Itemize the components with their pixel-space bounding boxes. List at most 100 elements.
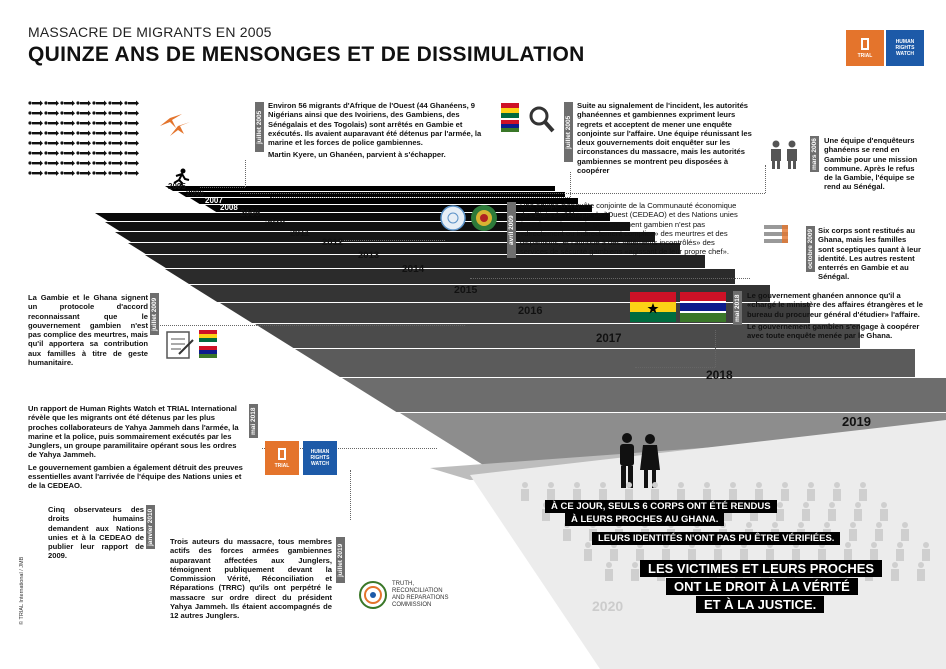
migrant-figure-icon: [92, 140, 107, 146]
ground-figure-icon: [755, 482, 763, 501]
trial-logo-text: TRIAL: [857, 52, 873, 59]
migrant-figure-icon: [60, 120, 75, 126]
hrw-logo-text: HUMAN RIGHTS WATCH: [895, 39, 915, 57]
migrant-figure-icon: [76, 170, 91, 176]
migrant-figure-icon: [44, 170, 59, 176]
event-octobre-2009: Six corps sont restitués au Ghana, mais …: [818, 226, 923, 285]
event-text: La Gambie et le Ghana signent un protoco…: [28, 293, 148, 368]
event-mars-2006: Une équipe d'enquêteurs ghanéens se rend…: [824, 136, 924, 195]
ground-figure-icon: [781, 482, 789, 501]
migrant-figure-icon: [60, 170, 75, 176]
migrant-figure-icon: [124, 140, 139, 146]
migrant-figure-icon: [44, 120, 59, 126]
migrant-figure-icon: [60, 130, 75, 136]
ground-figure-icon: [917, 562, 925, 581]
stair-step: [342, 378, 946, 412]
event-avril-2009: Une équipe d'enquête conjointe de la Com…: [520, 201, 742, 260]
year-label: 2018: [706, 368, 733, 382]
trrc-logo-text: TRUTH, RECONCILIATION AND REPARATIONS CO…: [392, 581, 448, 609]
migrant-figure-icon: [108, 140, 123, 146]
event-janvier-2010: Cinq observateurs des droits humains dem…: [48, 505, 144, 564]
migrant-figure-icon: [92, 130, 107, 136]
year-label: 2005: [168, 182, 186, 191]
migrant-figure-icon: [108, 130, 123, 136]
year-label: 2013: [358, 250, 380, 261]
year-label: 2009: [240, 208, 261, 218]
stair-step: [105, 222, 630, 231]
migrant-figure-icon: [124, 150, 139, 156]
ground-figure-icon: [625, 482, 633, 501]
stair-step: [295, 349, 915, 377]
migrant-figure-icon: [124, 130, 139, 136]
ground-figure-icon: [875, 522, 883, 541]
stair-step: [128, 243, 680, 254]
birds-icon: [160, 114, 190, 136]
year-label: 2006: [186, 189, 204, 198]
ground-figure-icon: [844, 542, 852, 561]
migrant-figure-icon: [28, 150, 43, 156]
migrant-figure-icon: [28, 130, 43, 136]
migrant-figure-icon: [60, 150, 75, 156]
migrant-figure-icon: [108, 120, 123, 126]
trial-logo-mark: [861, 37, 869, 50]
event-text: Suite au signalement de l'incident, les …: [577, 101, 752, 176]
banner-identites: LEURS IDENTITÉS N'ONT PAS PU ÊTRE VÉRIFI…: [592, 532, 841, 545]
stair-step: [190, 285, 770, 302]
trial-logo-mark: [278, 447, 286, 460]
stair-step: [145, 255, 705, 268]
event-juillet-2009: La Gambie et le Ghana signent un protoco…: [28, 293, 148, 370]
migrant-figure-icon: [108, 110, 123, 116]
migrant-figure-icon: [108, 150, 123, 156]
ground-figure-icon: [880, 502, 888, 521]
trrc-line: TRUTH,: [392, 581, 414, 587]
migrant-figure-icon: [44, 140, 59, 146]
ground-figure-icon: [859, 482, 867, 501]
migrant-figure-icon: [76, 110, 91, 116]
migrant-figure-icon: [124, 120, 139, 126]
migrant-figure-icon: [124, 110, 139, 116]
ground-figure-icon: [677, 482, 685, 501]
banner-droit-1: LES VICTIMES ET LEURS PROCHES: [640, 560, 883, 577]
ground-figure-icon: [828, 502, 836, 521]
migrant-figure-icon: [44, 100, 59, 106]
ground-figure-icon: [599, 482, 607, 501]
hrw-logo: HUMAN RIGHTS WATCH: [303, 441, 337, 475]
migrant-figure-icon: [28, 100, 43, 106]
migrant-figure-icon: [76, 140, 91, 146]
ground-figure-icon: [833, 482, 841, 501]
year-label: 2016: [518, 305, 543, 317]
migrant-figure-icon: [124, 170, 139, 176]
event-juillet-2005-enquete: Suite au signalement de l'incident, les …: [577, 101, 755, 178]
stair-step: [115, 232, 655, 242]
ground-figure-icon: [584, 542, 592, 561]
stair-step: [165, 269, 735, 284]
event-juillet-2019: Trois auteurs du massacre, tous membres …: [170, 537, 332, 624]
un-ecowas-logos: [440, 205, 497, 231]
ground-figure-icon: [547, 482, 555, 501]
year-label: 2015: [454, 284, 478, 296]
migrant-figure-icon: [108, 170, 123, 176]
migrant-figure-icon: [60, 100, 75, 106]
ground-figure-icon: [631, 562, 639, 581]
ground-figure-icon: [573, 482, 581, 501]
stair-step: [190, 198, 578, 204]
trial-logo: TRIAL: [265, 441, 299, 475]
event-text: Une équipe d'enquêteurs ghanéens se rend…: [824, 136, 918, 192]
migrant-figure-icon: [76, 130, 91, 136]
event-text: Le gouvernement gambien a également détr…: [28, 462, 243, 491]
migrant-figure-icon: [28, 160, 43, 166]
migrant-figure-icon: [44, 160, 59, 166]
page-title: QUINZE ANS DE MENSONGES ET DE DISSIMULAT…: [28, 43, 585, 66]
ground-figure-icon: [776, 502, 784, 521]
event-text: Environ 56 migrants d'Afrique de l'Ouest…: [268, 101, 482, 148]
event-text: Martin Kyere, un Ghanéen, parvient à s'é…: [268, 150, 446, 160]
migrant-figure-icon: [92, 170, 107, 176]
agreement-flags-icon: [166, 330, 217, 359]
migrant-figure-icon: [76, 150, 91, 156]
ground-figure-icon: [521, 482, 529, 501]
ground-figure-icon: [605, 562, 613, 581]
year-label: 2012: [322, 237, 344, 248]
migrant-figure-icon: [60, 110, 75, 116]
coffins-icon: [764, 225, 788, 243]
migrant-figure-icon: [28, 170, 43, 176]
